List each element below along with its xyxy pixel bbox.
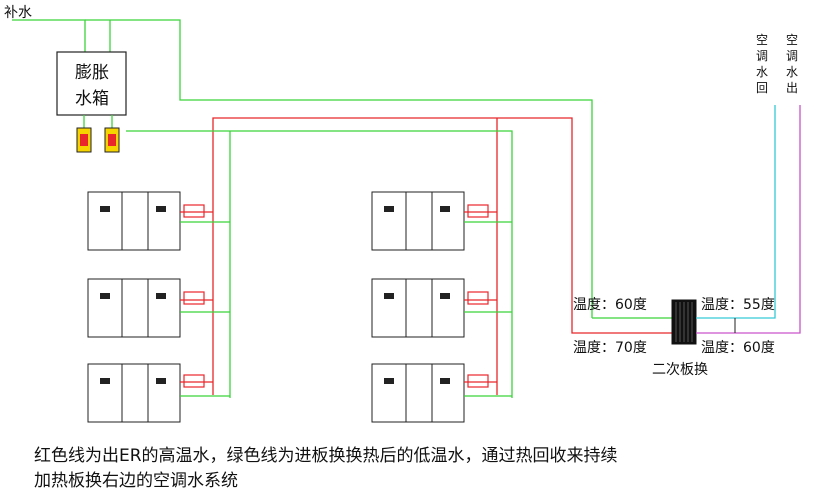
caption-line2: 加热板换右边的空调水系统 <box>34 471 238 491</box>
tank-label-line1: 膨胀 <box>75 63 109 83</box>
caption-line1: 红色线为出ER的高温水，绿色线为进板换换热后的低温水，通过热回收来持续 <box>34 446 618 466</box>
temp-inlet-cool: 温度：60度 <box>573 297 647 313</box>
makeup-water-label: 补水 <box>4 5 32 21</box>
pump-icon <box>76 127 92 153</box>
plate-heat-exchanger <box>671 299 697 345</box>
tank-label-line2: 水箱 <box>75 89 109 109</box>
chiller-unit-group-left <box>87 191 181 423</box>
hot-water-header <box>212 117 672 395</box>
low-temp-water-header <box>126 130 513 398</box>
ac-supply-label: 空调水出 <box>785 33 798 95</box>
ac-supply-pipe <box>696 105 801 334</box>
pump-icon <box>104 127 120 153</box>
chiller-unit-group-right <box>371 191 465 423</box>
temp-ac-supply: 温度：60度 <box>701 340 775 356</box>
temp-inlet-hot: 温度：70度 <box>573 340 647 356</box>
temp-ac-return: 温度：55度 <box>701 297 775 313</box>
makeup-water-branch-pipe <box>85 19 593 318</box>
expansion-tank <box>56 51 127 116</box>
ac-return-pipe <box>696 105 776 319</box>
makeup-water-pipe <box>12 19 86 52</box>
ac-return-label: 空调水回 <box>755 33 768 95</box>
heat-exchanger-label: 二次板换 <box>652 362 708 378</box>
